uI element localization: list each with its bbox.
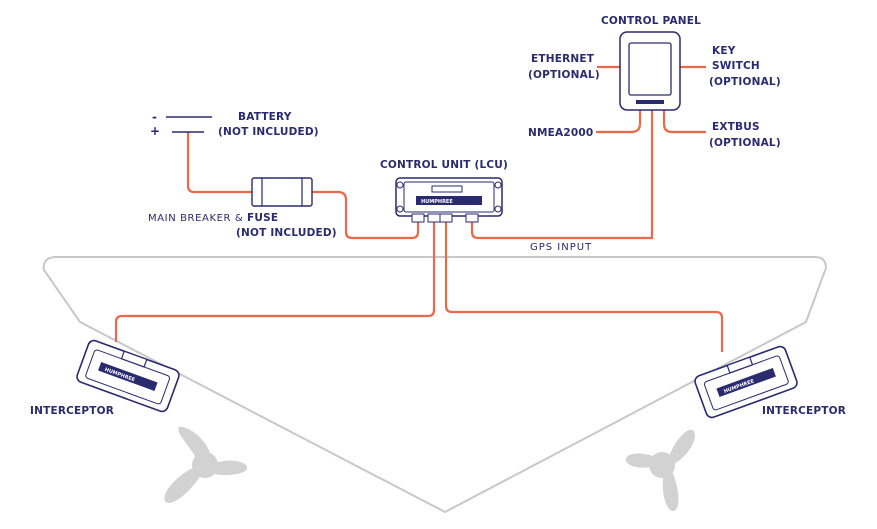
wire-nmea2000: [596, 110, 642, 134]
propeller-right-icon: [625, 429, 695, 512]
wires: [114, 65, 724, 352]
label-extbus-optional: (OPTIONAL): [709, 137, 781, 149]
label-main-breaker-fuse: FUSE: [247, 212, 278, 224]
wire-lcu-to-left-interceptor: [114, 218, 436, 342]
label-control-panel: CONTROL PANEL: [601, 15, 701, 27]
label-extbus: EXTBUS: [712, 121, 760, 133]
control-panel-device: [619, 31, 681, 111]
label-gps-input: GPS INPUT: [530, 242, 592, 253]
label-main-breaker-a: MAIN BREAKER &: [148, 213, 247, 224]
label-interceptor-right: INTERCEPTOR: [762, 405, 846, 417]
label-switch: SWITCH: [712, 60, 760, 72]
lcu-logo: HUMPHREE: [421, 199, 453, 205]
label-interceptor-left: INTERCEPTOR: [30, 405, 114, 417]
label-main-breaker: MAIN BREAKER & FUSE: [148, 212, 278, 224]
wire-breaker-to-lcu: [312, 190, 420, 240]
control-unit-lcu: HUMPHREE: [395, 177, 503, 223]
label-ethernet: ETHERNET: [531, 53, 595, 65]
label-key-switch-optional: (OPTIONAL): [709, 76, 781, 88]
wire-panel-to-lcu: [470, 110, 654, 240]
battery-plus-sign: +: [150, 124, 160, 138]
label-key: KEY: [712, 45, 736, 57]
label-main-breaker-not-included: (NOT INCLUDED): [236, 227, 337, 239]
label-battery-not-included: (NOT INCLUDED): [218, 126, 319, 138]
wire-battery-to-breaker: [186, 132, 252, 194]
main-breaker-fuse: [251, 177, 313, 207]
label-control-unit: CONTROL UNIT (LCU): [380, 159, 508, 171]
interceptor-right-device: HUMPHREE: [694, 345, 798, 419]
label-ethernet-optional: (OPTIONAL): [528, 69, 600, 81]
wire-lcu-to-right-interceptor: [444, 218, 724, 352]
interceptor-left-device: HUMPHREE: [76, 339, 180, 413]
battery-symbol: [166, 116, 212, 133]
propeller-left-icon: [164, 426, 248, 503]
wire-extbus: [662, 110, 706, 134]
battery-minus-sign: -: [152, 110, 157, 124]
label-nmea2000: NMEA2000: [528, 127, 593, 139]
hull-outline: [42, 256, 828, 514]
label-battery: BATTERY: [238, 111, 292, 123]
